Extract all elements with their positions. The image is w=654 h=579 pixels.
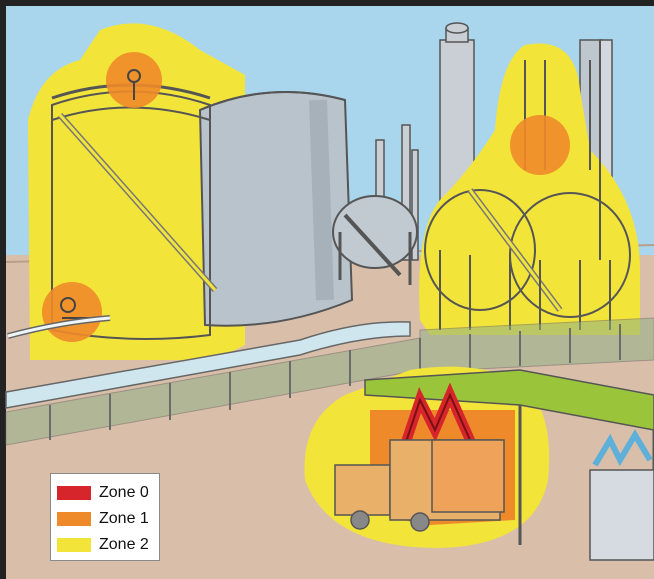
legend-swatch-zone1 (57, 512, 91, 526)
sphere-tanks (424, 40, 631, 330)
zone2-area-spheres (419, 43, 640, 335)
zone1-vent-bottom (42, 282, 102, 342)
legend: Zone 0 Zone 1 Zone 2 (50, 473, 160, 561)
small-sphere-tank (332, 195, 418, 285)
legend-label-zone0: Zone 0 (99, 484, 149, 501)
legend-swatch-zone2 (57, 538, 91, 552)
pipeline (5, 315, 411, 409)
tanker-truck (334, 439, 505, 532)
legend-item-zone2: Zone 2 (57, 532, 159, 558)
secondary-loading-bay (589, 429, 654, 561)
zone1-vent-top (106, 52, 162, 108)
loading-shelter (364, 369, 654, 560)
zone2-area-tank (28, 23, 245, 360)
zone0-loading-arms (400, 382, 475, 450)
zone1-sphere-vent (510, 115, 570, 175)
legend-swatch-zone0 (57, 486, 91, 500)
legend-item-zone0: Zone 0 (57, 480, 159, 506)
large-storage-tank (198, 91, 354, 327)
legend-label-zone2: Zone 2 (99, 536, 149, 553)
perimeter-fence (5, 317, 654, 446)
legend-item-zone1: Zone 1 (57, 506, 159, 532)
legend-label-zone1: Zone 1 (99, 510, 149, 527)
